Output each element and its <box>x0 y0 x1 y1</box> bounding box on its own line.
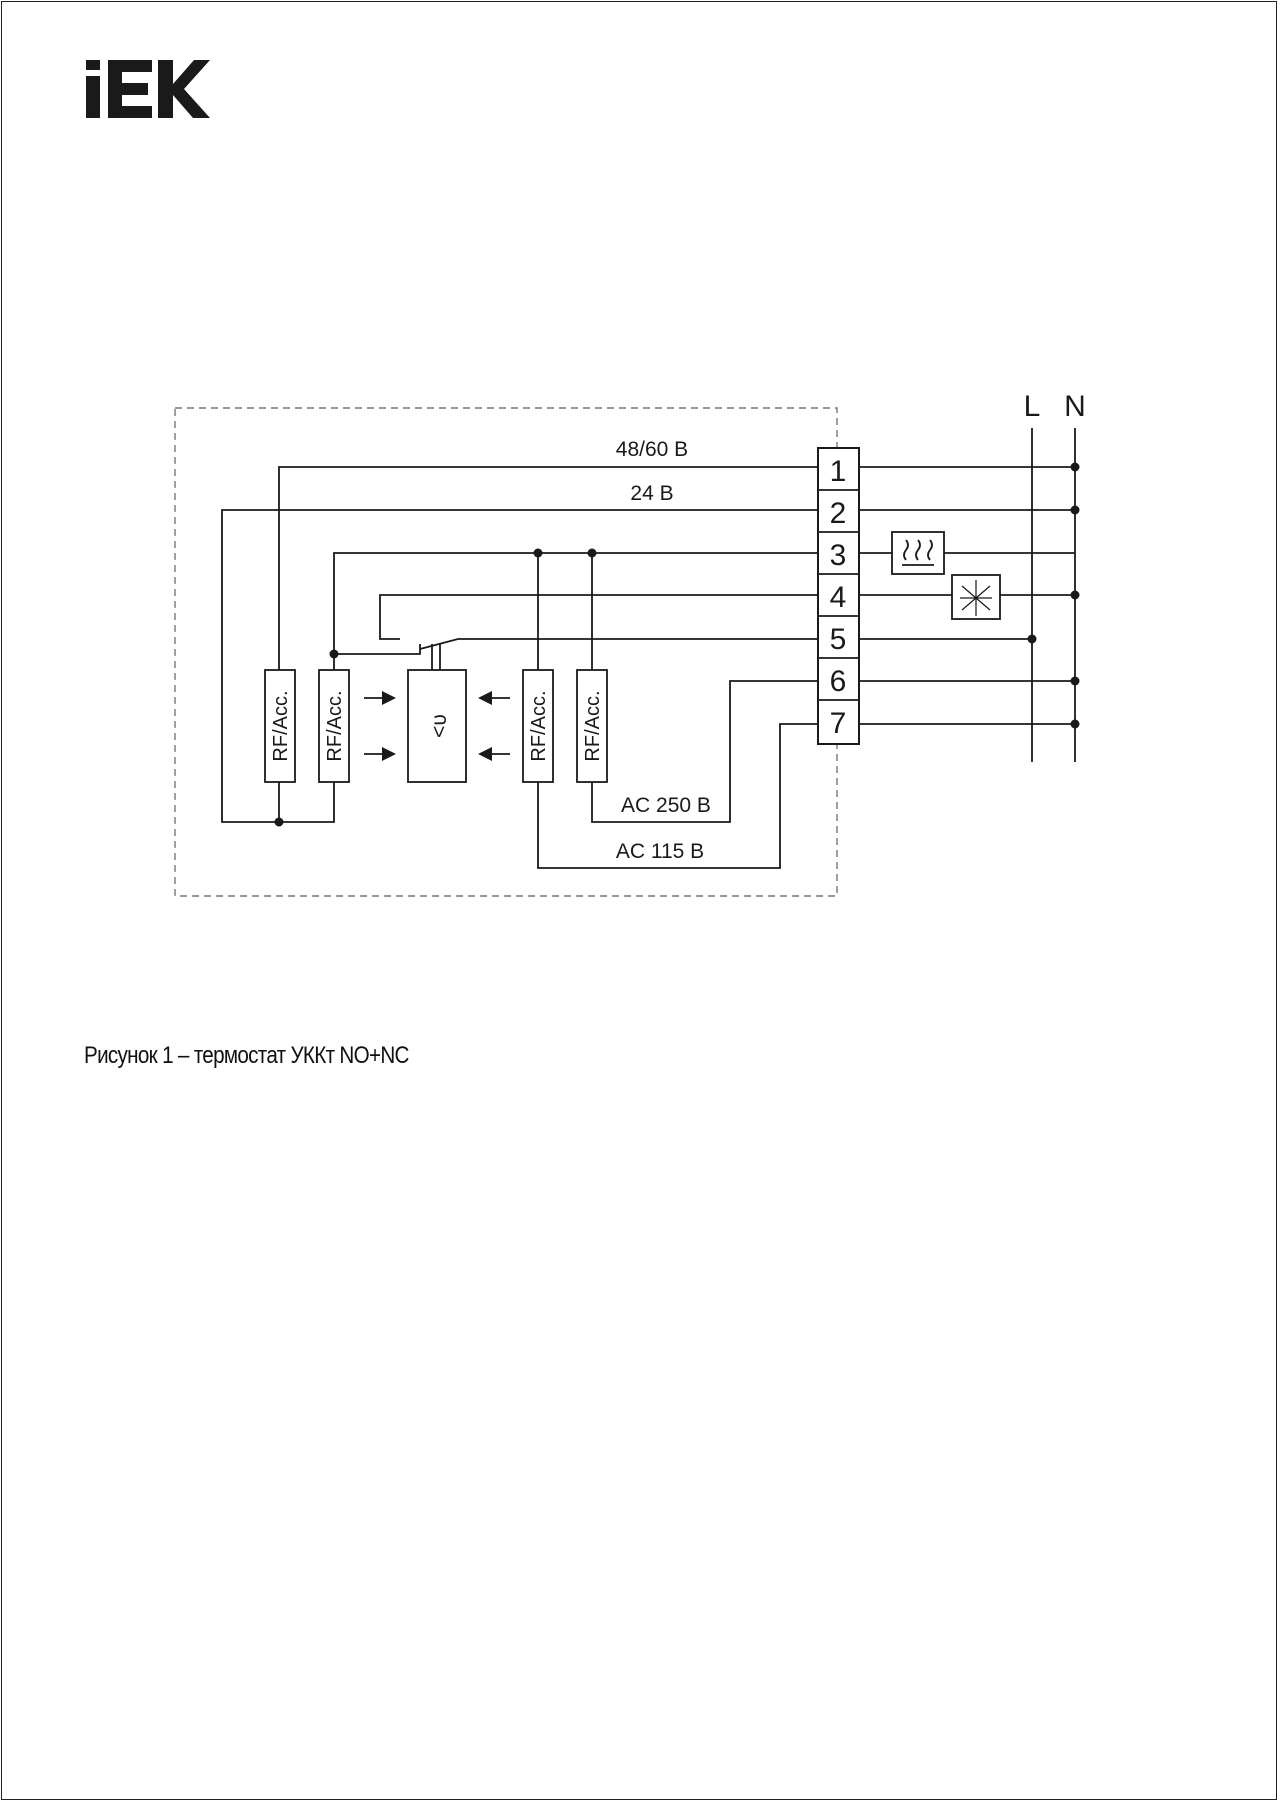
svg-text:RF/Acc.: RF/Acc. <box>324 690 346 761</box>
terminal-3: 3 <box>830 539 847 572</box>
label-48-60v: 48/60 В <box>616 438 688 461</box>
terminal-5: 5 <box>830 623 847 656</box>
label-24v: 24 В <box>630 482 673 505</box>
rf-module-3: RF/Acc. <box>522 669 554 783</box>
thermostat-sensor: <υ <box>407 669 467 783</box>
rf-module-4: RF/Acc. <box>576 669 608 783</box>
terminal-6: 6 <box>830 665 847 698</box>
svg-text:RF/Acc.: RF/Acc. <box>582 690 604 761</box>
rf-module-1: RF/Acc. <box>264 669 296 783</box>
heater-icon <box>891 531 945 575</box>
line-label: L <box>1024 390 1041 423</box>
svg-text:RF/Acc.: RF/Acc. <box>270 690 292 761</box>
terminal-7: 7 <box>830 707 847 740</box>
svg-text:RF/Acc.: RF/Acc. <box>528 690 550 761</box>
neutral-label: N <box>1064 390 1086 423</box>
terminal-4: 4 <box>830 581 847 614</box>
thermostat-symbol: <υ <box>428 714 451 738</box>
terminal-block: 1 2 3 4 5 6 7 <box>817 447 860 745</box>
terminal-1: 1 <box>830 455 847 488</box>
iek-logo <box>86 60 210 118</box>
arrow-right-lower-icon <box>364 747 396 761</box>
arrow-left-lower-icon <box>478 747 510 761</box>
arrow-left-upper-icon <box>478 691 510 705</box>
rf-module-2: RF/Acc. <box>318 669 350 783</box>
terminal-2: 2 <box>830 497 847 530</box>
arrow-right-upper-icon <box>364 691 396 705</box>
figure-caption: Рисунок 1 – термостат УККт NO+NC <box>84 1042 409 1069</box>
label-ac115v: AC 115 В <box>616 840 704 863</box>
label-ac250v: AC 250 В <box>621 794 711 817</box>
